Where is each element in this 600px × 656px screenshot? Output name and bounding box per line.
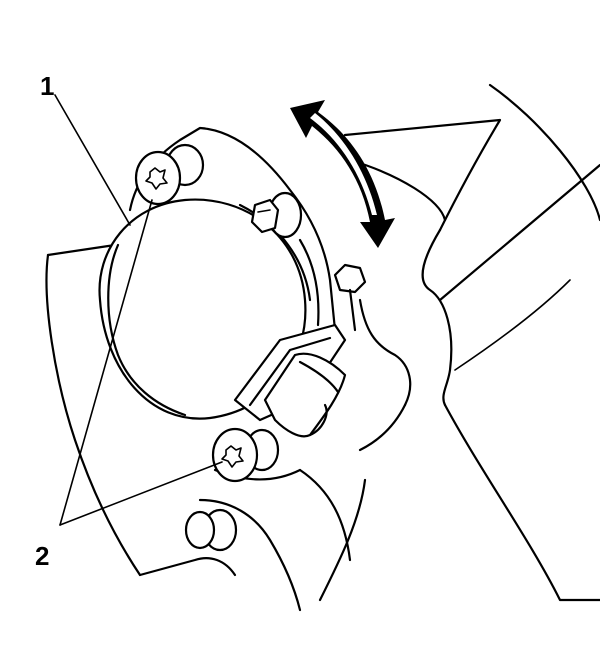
torx-bolt-lower	[211, 427, 280, 483]
lower-stud	[184, 508, 238, 552]
rotation-arrow-icon	[290, 100, 395, 248]
hex-bolt-top	[250, 191, 303, 239]
callout-label-2: 2	[35, 541, 49, 571]
hex-bolt-right	[333, 263, 367, 332]
leader-lines	[54, 94, 223, 526]
torx-bolt-upper	[134, 143, 205, 206]
callout-label-1: 1	[40, 71, 54, 101]
electrical-connector	[233, 323, 347, 438]
engine-housing	[198, 83, 600, 612]
